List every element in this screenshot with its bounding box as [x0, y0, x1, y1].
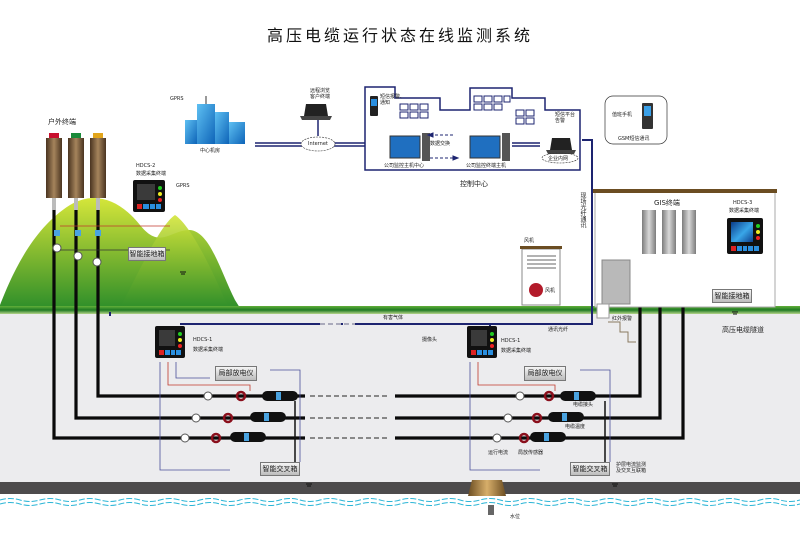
hdcs1-name-right: 数据采集终端: [501, 348, 532, 354]
hdcs1-name-left: 数据采集终端: [193, 347, 224, 353]
infrared-sensor-icon: [596, 303, 610, 319]
site-comm-label: 现场光纤通讯: [579, 192, 586, 228]
hdcs3-terminal: [727, 218, 763, 254]
mobile-phone-label: 值班手机: [612, 112, 633, 118]
hdcs3-name: 数据采集终端: [729, 208, 760, 214]
control-center-label: 控制中心: [460, 180, 488, 188]
hdcs1-terminal-right: [467, 326, 497, 358]
monitor-host-label: 公司监控主机中心: [384, 163, 425, 169]
bridge-box-right: 局部放电仪: [524, 366, 566, 381]
current-transformers: [52, 243, 525, 443]
infrared-label: 红外报警: [612, 316, 633, 322]
cable-gap-dashes: [310, 395, 390, 439]
camera-label: 摄像头: [422, 337, 438, 343]
data-center-label: 中心机房: [200, 148, 221, 154]
hdcs2-name: 数据采集终端: [136, 171, 167, 177]
data-center-building: [185, 96, 245, 144]
cross-box-left: 智能交叉箱: [260, 462, 300, 476]
fan-icon: [529, 283, 543, 297]
data-exchange-label: 数据交换: [430, 141, 451, 147]
lan-link: [512, 142, 540, 147]
internet-label: Internet: [308, 141, 328, 147]
gis-grounding-box: 智能接地箱: [712, 289, 752, 303]
sms-platform-label: 短信平台 告警: [555, 112, 576, 124]
client-host-pc: [469, 133, 510, 161]
hdcs3-model: HDCS-3: [733, 200, 753, 206]
hdcs1-model-left: HDCS-1: [193, 337, 213, 343]
hdcs2-terminal: [133, 180, 165, 212]
fan-house: [521, 248, 561, 306]
ground-strip: [0, 306, 800, 314]
gis-terminals: [642, 210, 696, 254]
fan-label: 风机: [524, 238, 535, 244]
groundwater-waves: [0, 498, 800, 506]
remote-terminal-label: 远程浏览 客户终端: [310, 88, 331, 100]
cable-joint-label: 电缆接头: [573, 402, 594, 408]
cross-box-right: 智能交叉箱: [570, 462, 610, 476]
fiber-label: 通讯光纤: [548, 327, 569, 333]
exchange-arrows: [426, 132, 460, 161]
hdcs1-model-right: HDCS-1: [501, 338, 521, 344]
ground-symbols: [180, 271, 738, 487]
tunnel-floor: [0, 482, 800, 494]
outdoor-terminal-label: 户外终端: [48, 118, 76, 126]
monitor-host-pc: [389, 133, 430, 161]
enterprise-net-cloud: [541, 152, 579, 164]
sheath-label: 护层电流监测 及交叉互联箱: [616, 462, 647, 474]
fan-cabinet-label: 风机: [545, 288, 556, 294]
running-current-label: 运行电流: [488, 450, 509, 456]
enterprise-laptop-icon: [546, 138, 576, 154]
tunnel-background: [0, 312, 800, 484]
gis-cabinet: [601, 259, 631, 305]
diagram-title: 高压电缆运行状态在线监测系统: [266, 26, 533, 45]
outdoor-terminals: [46, 133, 106, 210]
laptop-icon: [300, 104, 332, 120]
manhole: [468, 480, 506, 496]
enterprise-net-label: 企业内网: [548, 156, 569, 162]
hdcs2-model: HDCS-2: [136, 163, 156, 169]
internet-cloud: [300, 136, 336, 152]
gsm-label: GSM短信通讯: [618, 136, 650, 142]
gis-label: GIS终端: [654, 199, 680, 207]
gas-label: 有害气体: [383, 315, 404, 321]
bridge-box-left: 局部放电仪: [215, 366, 257, 381]
gprs-label-site: GPRS: [176, 183, 190, 189]
cable-temp-label: 电缆温度: [565, 424, 586, 430]
partial-discharge-sensors: [210, 390, 555, 444]
hdcs1-terminal-left: [155, 326, 185, 358]
hill-small: [120, 215, 230, 308]
water-level-label: 水位: [510, 514, 521, 520]
sms-alarm-label: 短信报警、 通知: [380, 94, 406, 106]
partial-discharge-label: 局放传感器: [518, 450, 544, 456]
gprs-label-center: GPRS: [170, 96, 184, 102]
stairs: [608, 321, 636, 343]
left-grounding-box: 智能接地箱: [128, 247, 166, 261]
building-windows: [399, 95, 535, 125]
client-host-label: 公司监控终端主机: [466, 163, 507, 169]
water-level-sensor: [488, 505, 494, 515]
tunnel-label: 高压电缆隧道: [722, 326, 764, 334]
